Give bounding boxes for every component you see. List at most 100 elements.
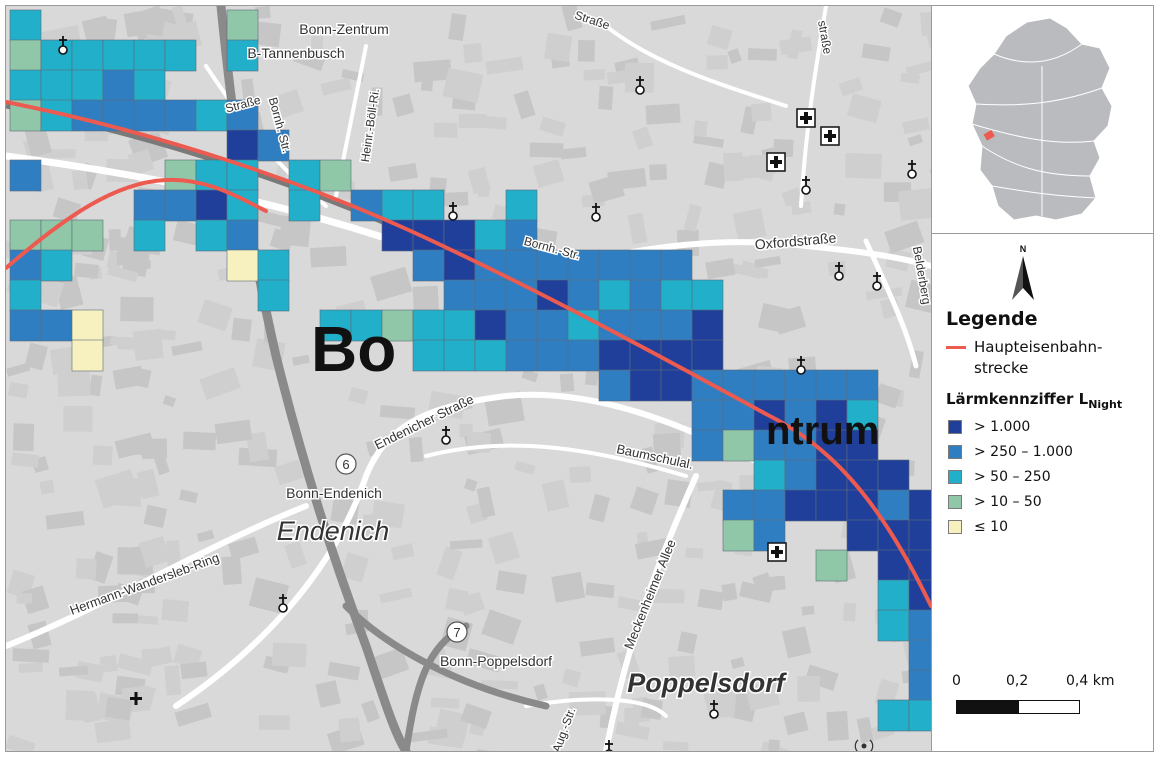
building-block: [649, 163, 668, 181]
building-block: [652, 432, 682, 462]
noise-cell: [877, 489, 910, 522]
noise-cell: [226, 39, 259, 72]
noise-class-label: > 50 – 250: [974, 469, 1051, 485]
building-block: [112, 613, 138, 624]
noise-cell: [846, 429, 879, 462]
street-vertical-right: [799, 6, 828, 208]
building-block: [390, 543, 415, 561]
building-block: [12, 423, 35, 452]
building-block: [579, 637, 616, 657]
noise-cell: [257, 129, 290, 162]
noise-cell: [195, 189, 228, 222]
noise-cell: [9, 159, 42, 192]
noise-cell: [40, 69, 73, 102]
building-block: [129, 367, 152, 389]
building-block: [392, 93, 415, 117]
noise-cell: [629, 369, 662, 402]
building-block: [706, 24, 733, 51]
building-block: [606, 69, 631, 85]
building-block: [199, 367, 242, 401]
building-block: [513, 90, 536, 120]
building-block: [856, 716, 874, 744]
building-block: [413, 59, 452, 83]
road-number-badge: 6: [335, 453, 357, 475]
building-block: [541, 479, 570, 512]
building-block: [797, 675, 821, 702]
building-block: [706, 54, 728, 70]
building-block: [214, 419, 253, 445]
noise-cell: [908, 609, 931, 642]
building-block: [683, 203, 702, 232]
building-block: [8, 381, 29, 399]
noise-class-swatch: [948, 520, 962, 534]
building-block: [731, 263, 769, 279]
building-block: [255, 6, 271, 20]
noise-cell: [40, 309, 73, 342]
street-belderberg: [863, 238, 919, 369]
noise-cell: [846, 399, 879, 432]
building-block: [705, 258, 736, 280]
noise-cell: [350, 309, 383, 342]
building-block: [408, 436, 424, 463]
noise-cell: [815, 369, 848, 402]
svg-text:N: N: [1020, 244, 1027, 254]
building-block: [120, 296, 154, 322]
building-block: [693, 134, 725, 148]
building-block: [442, 67, 484, 104]
rail-label: Haupteisenbahn- strecke: [974, 338, 1103, 377]
noise-cell: [226, 9, 259, 42]
noise-cell: [815, 549, 848, 582]
building-block: [477, 185, 490, 197]
noise-cell: [412, 309, 445, 342]
building-block: [109, 335, 122, 347]
building-block: [132, 328, 164, 361]
road-number: 6: [342, 457, 349, 472]
building-block: [130, 260, 151, 270]
noise-cell: [133, 219, 166, 252]
noise-cell: [164, 39, 197, 72]
noise-cell: [660, 279, 693, 312]
church-icon: [834, 262, 844, 281]
street-baumschul: [424, 443, 688, 478]
building-block: [543, 32, 573, 63]
building-block: [645, 103, 681, 125]
road-number-badge: 7: [446, 621, 468, 643]
street-ring: [6, 503, 309, 649]
building-block: [607, 167, 647, 191]
noise-cell: [505, 249, 538, 282]
noise-class-0: > 1.000: [946, 418, 1146, 438]
building-block: [693, 120, 708, 138]
legend-panel: N Legende Haupteisenbahn- strecke Lärmke…: [931, 6, 1153, 751]
noise-cell: [133, 69, 166, 102]
building-block: [465, 648, 503, 673]
building-block: [293, 49, 326, 71]
building-block: [136, 684, 156, 711]
building-block: [272, 642, 307, 668]
building-block: [758, 741, 795, 751]
building-block: [846, 93, 882, 124]
building-block: [158, 329, 176, 341]
building-block: [900, 72, 921, 84]
hospital-icon: [820, 126, 840, 146]
noise-cell: [567, 339, 600, 372]
place-label: Poppelsdorf: [627, 668, 788, 698]
building-block: [884, 220, 925, 254]
building-block: [74, 262, 99, 279]
scale-bar-black: [957, 701, 1019, 713]
building-block: [269, 89, 305, 120]
building-block: [781, 187, 803, 207]
noise-cell: [784, 459, 817, 492]
building-block: [624, 708, 639, 732]
building-block: [11, 452, 40, 469]
scale-bar: [956, 700, 1080, 714]
building-block: [107, 264, 139, 283]
building-block: [161, 599, 190, 623]
building-block: [39, 479, 55, 495]
building-block: [6, 362, 31, 377]
building-block: [231, 317, 252, 342]
church-icon: [635, 76, 645, 95]
germany-shape: [967, 17, 1113, 221]
building-block: [274, 459, 304, 486]
noise-cell: [71, 69, 104, 102]
